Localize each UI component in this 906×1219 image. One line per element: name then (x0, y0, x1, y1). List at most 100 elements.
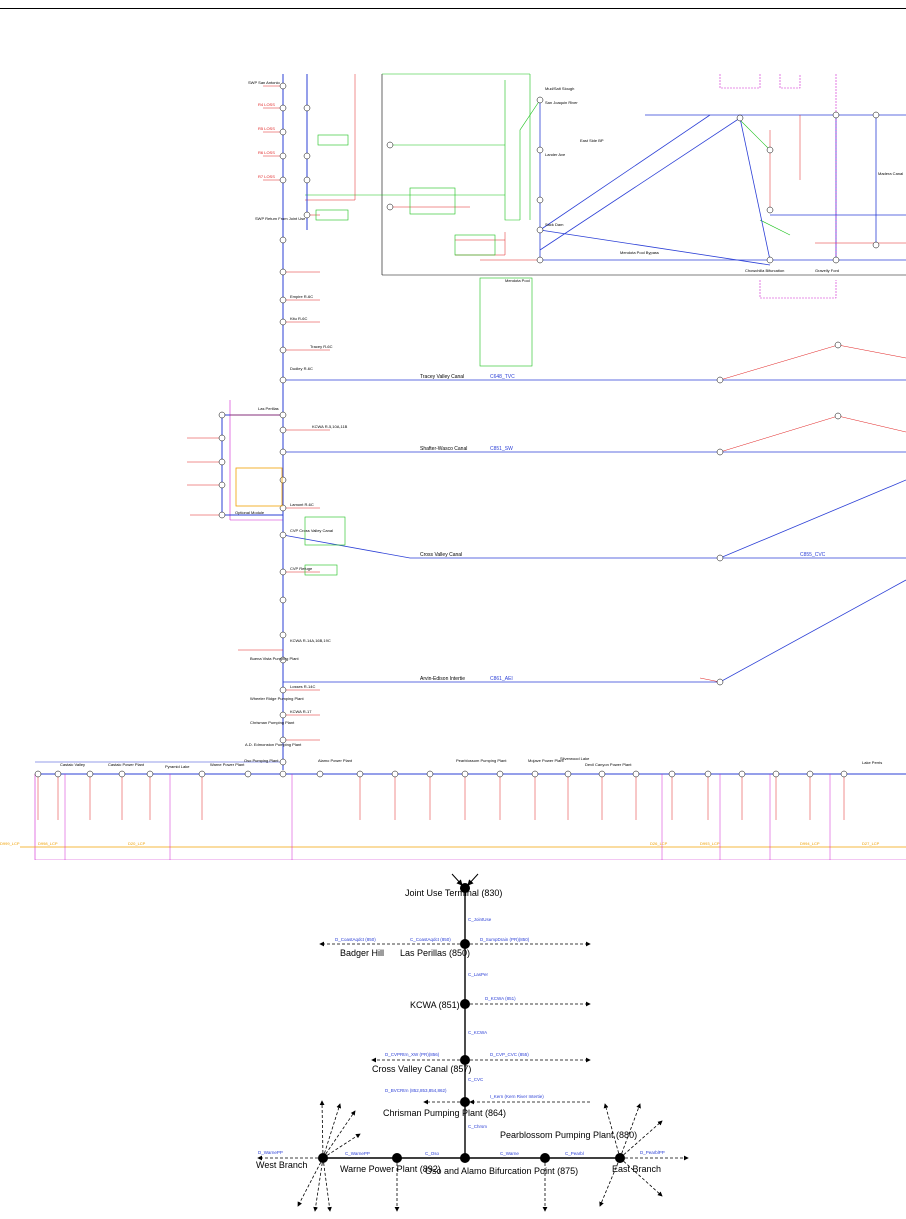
spine-label: Wheeler Ridge Pumping Plant (250, 696, 304, 701)
link-label: I_Kern (Kern River Intertie) (490, 1094, 544, 1099)
label-west-branch: West Branch (256, 1160, 307, 1170)
spine-label: KCWA R-17 (290, 709, 312, 714)
spine-label: CVP Refuge (290, 566, 313, 571)
optional-module-label: Optional Module (235, 510, 265, 515)
east-branch-line (20, 761, 906, 848)
bottom-code: D20_LCP (128, 841, 146, 846)
spine-label: SWP San Antonio (248, 80, 281, 85)
label-sack-dam: Sack Dam (545, 222, 564, 227)
spine-label: R4 LOSS (258, 102, 275, 107)
node-warne (392, 1153, 402, 1163)
node-chrisman (460, 1097, 470, 1107)
node-cross-valley (460, 1055, 470, 1065)
label-east-side: East Side BP (580, 138, 604, 143)
label-mendota: Mendota Pool (505, 278, 530, 283)
canal-label-cvc: Cross Valley Canal (420, 552, 462, 558)
inflow-arrows (451, 873, 479, 886)
link-label: C_Pearbl (565, 1151, 584, 1156)
east-branch-nodes (34, 770, 848, 778)
east-branch-title: Silverwood Lake (560, 756, 590, 761)
canal-label-shafter: Shafter-Wasco Canal (420, 446, 467, 452)
label-madera: Madera Canal (878, 171, 903, 176)
label-warne: Warne Power Plant (892) (340, 1164, 441, 1174)
label-oso-alamo: Oso and Alamo Bifurcation Point (875) (425, 1166, 578, 1176)
canal-label-aei: Arvin-Edison Intertie (420, 676, 465, 682)
spine-label: Kitu R-6C (290, 316, 307, 321)
link-label: C_LasPer (468, 972, 489, 977)
link-label: D_WarnePP (258, 1150, 283, 1155)
east-branch-title: Mojave Power Plant (528, 758, 564, 763)
east-branch-title: Pearblossom Pumping Plant (456, 758, 507, 763)
east-branch-title: Pyramid Lake (165, 764, 190, 769)
upper-demands (305, 74, 906, 261)
east-branch-drops (64, 774, 831, 860)
link-label: D_SumpDrain (PR)(850) (480, 937, 530, 942)
canal-code-aei: C861_AEI (490, 676, 513, 682)
east-branch-labels: Castaic Valley Castaic Power Plant Pyram… (60, 756, 882, 769)
magenta-bottom-frame (34, 400, 906, 860)
canal-lines (282, 379, 906, 683)
east-branch-title: Warne Power Plant (210, 762, 245, 767)
trunk-links (323, 888, 620, 1159)
spine-labels: SWP San Antonio R4 LOSS R5 LOSS R6 LOSS … (235, 80, 348, 747)
link-label: D_CVPRtrn_XW (PR)(856) (385, 1052, 440, 1057)
spine-label: R6 LOSS (258, 150, 275, 155)
bottom-codes: D999_LCP D998_LCP D20_LCP D26_LCP D993_L… (0, 841, 880, 846)
magenta-lines (719, 74, 837, 299)
spine-label: Losses R-14C (290, 684, 315, 689)
spine-label: Chrisman Pumping Plant (250, 720, 295, 725)
east-branch-title: Castaic Power Plant (108, 762, 145, 767)
label-lander: Lander Ave (545, 152, 566, 157)
node-pearblossom (540, 1153, 550, 1163)
simple-nodes (318, 883, 625, 1163)
east-branch-title: Oso Pumping Plant (244, 758, 279, 763)
label-cross-valley: Cross Valley Canal (857) (372, 1064, 471, 1074)
node-joint-use (460, 883, 470, 893)
east-branch-title: Devil Canyon Power Plant (585, 762, 632, 767)
canal-label-tracey: Tracey Valley Canal (420, 374, 464, 380)
link-label: D_KCWA (851) (485, 996, 516, 1001)
spine-label: Lamont R-6C (290, 502, 314, 507)
bottom-code: D999_LCP (0, 841, 20, 846)
east-branch-title: Lake Perris (862, 760, 882, 765)
note-boxes (304, 134, 533, 576)
spine-label: KCWA R-5,10A,11B (312, 424, 348, 429)
link-label: C_JointUse (468, 917, 492, 922)
spine-label: KCWA R-14A,16B,19C (290, 638, 331, 643)
spine-label: Tracey R-6C (310, 344, 333, 349)
label-las-perillas: Las Perillas (850) (400, 948, 470, 958)
link-label: D_BVCRtrn (852,853,854,862) (385, 1088, 447, 1093)
link-label: C_KCWA (468, 1030, 487, 1035)
label-chowchilla: Chowchilla Bifurcation (745, 268, 784, 273)
canal-code-shafter: C851_SW (490, 446, 513, 452)
bottom-code: D26_LCP (650, 841, 668, 846)
label-pearblossom: Pearblossom Pumping Plant (880) (500, 1130, 637, 1140)
spine-nodes (218, 82, 880, 766)
label-east-branch: East Branch (612, 1164, 661, 1174)
bottom-code: D993_LCP (700, 841, 720, 846)
label-mud-salt: Mud/Salt Slough (545, 86, 574, 91)
node-kcwa (460, 999, 470, 1009)
link-label: D_CoastAqdct (850) (335, 937, 376, 942)
spine-label: R5 LOSS (258, 126, 275, 131)
spine-label: R7 LOSS (258, 174, 275, 179)
node-oso-alamo (460, 1153, 470, 1163)
spine-label: SWP Return From Joint Use (255, 216, 306, 221)
link-label: D_PearblPP (640, 1150, 665, 1155)
spine-label: Buena Vista Pumping Plant (250, 656, 300, 661)
east-branch-demands (37, 774, 845, 820)
label-chrisman: Chrisman Pumping Plant (864) (383, 1108, 506, 1118)
label-mendota-bypass: Mendota Pool Bypass (620, 250, 659, 255)
link-label: C_Chrsm (468, 1124, 487, 1129)
node-east-branch (615, 1153, 625, 1163)
link-label: C_WarnePP (345, 1151, 370, 1156)
canal-code-tracey: C648_TVC (490, 374, 515, 380)
node-las-perillas (460, 939, 470, 949)
spine-label: Dudley R-6C (290, 366, 313, 371)
spine-label: CVP Cross Valley Canal (290, 528, 333, 533)
link-label: D_CVP_CVC (855) (490, 1052, 529, 1057)
spine-label: A.D. Edmonston Pumping Plant (245, 742, 302, 747)
east-branch-title: Alamo Power Plant (318, 758, 353, 763)
optional-module-box (235, 467, 283, 507)
node-west-branch (318, 1153, 328, 1163)
